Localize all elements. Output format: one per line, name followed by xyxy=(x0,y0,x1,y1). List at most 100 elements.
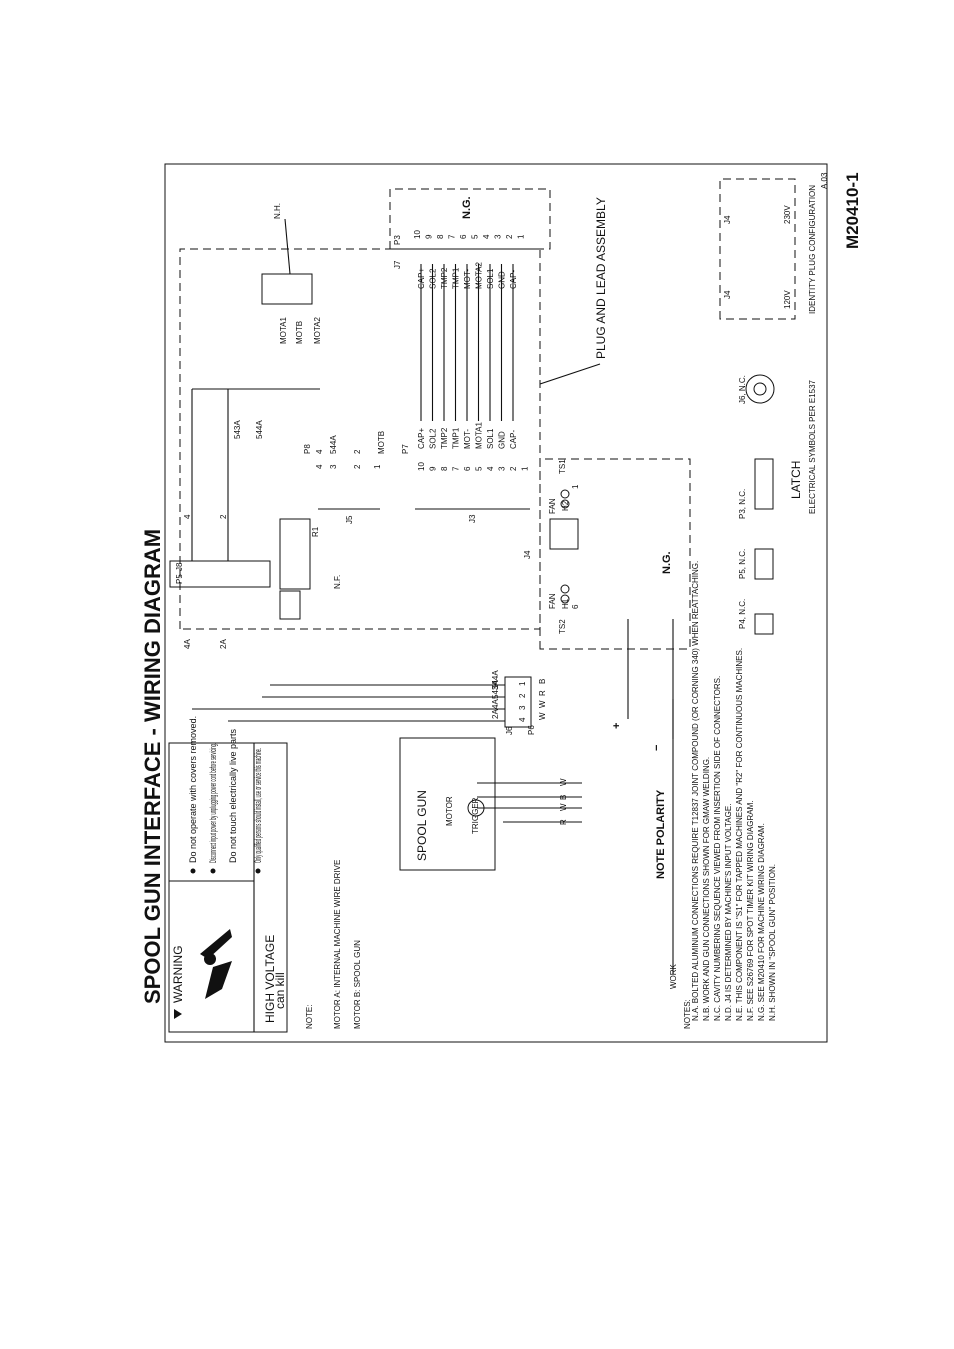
note-item: N.C. CAVITY NUMBERING SEQUENCE VIEWED FR… xyxy=(713,676,722,1021)
j3-pin: 1 xyxy=(521,466,530,471)
j6-nc-label: J6, N.C. xyxy=(738,375,747,404)
j8-wire-2a: 2A xyxy=(219,639,228,649)
j3-pin: 6 xyxy=(463,466,472,471)
j8-wire-4a: 4A xyxy=(183,639,192,649)
j3-signal: MOT- xyxy=(463,429,472,449)
warning-bullets: Do not operate with covers removed. Disc… xyxy=(188,716,263,874)
j3-pin: 4 xyxy=(486,466,495,471)
plug-ng-label: N.G. xyxy=(461,196,473,219)
nf-label: N.F. xyxy=(333,575,342,589)
wire-543a-label: 543A xyxy=(233,420,242,439)
j3-signal: CAP+ xyxy=(417,428,426,449)
gun-wire-r: R xyxy=(559,819,568,825)
j5-label: J5 xyxy=(345,515,354,524)
p6-j6-connector: P6 J6 544A 543A 4A 2A 1 2 3 4 B R W W xyxy=(192,670,547,735)
high-voltage-icon xyxy=(200,929,232,999)
identity-j4-right: J4 xyxy=(723,215,732,224)
j3-signal: SOL2 xyxy=(429,428,438,449)
j6-wire-4a: 4A xyxy=(491,699,500,709)
ng-label: N.G. xyxy=(661,551,673,574)
j4-internal-label: J4 xyxy=(523,550,532,559)
j6-color-w1: W xyxy=(538,700,547,708)
plug-signal: MOTA2 xyxy=(475,261,484,289)
plus-sign: + xyxy=(611,723,623,729)
plug-pin: 10 xyxy=(413,230,422,239)
p8-label: P8 xyxy=(303,444,312,454)
p6-label: P6 xyxy=(527,725,536,735)
warning-triangle-icon xyxy=(174,1009,182,1019)
mota-switch-block: MOTA1 MOTB MOTA2 N.H. xyxy=(261,203,322,344)
ts2-label: TS2 xyxy=(558,619,567,634)
j6-round-connector xyxy=(745,374,775,404)
warning-bullet-4: Only qualified persons should install, u… xyxy=(253,748,263,863)
nf-component: N.F. R1 xyxy=(279,518,342,620)
spool-gun-label: SPOOL GUN xyxy=(415,790,429,861)
notes-section: NOTES: N.A. BOLTED ALUMINUM CONNECTIONS … xyxy=(683,561,777,1029)
plug-pin: 6 xyxy=(459,234,468,239)
diagram-number: M20410-1 xyxy=(843,172,862,249)
can-kill-text: can kill xyxy=(273,972,287,1009)
j3-signal: CAP- xyxy=(509,430,518,449)
electrical-symbols-title: ELECTRICAL SYMBOLS PER E1537 xyxy=(808,379,817,514)
motb-label: MOTB xyxy=(295,321,304,344)
j8-number-2: 2 xyxy=(219,514,228,519)
plug-lead-label: PLUG AND LEAD ASSEMBLY xyxy=(594,197,608,359)
j6-color-b: B xyxy=(538,679,547,684)
h1-label: H1 xyxy=(561,598,570,609)
plug-signal: TMP1 xyxy=(452,267,461,289)
j6-wire-543a: 543A xyxy=(491,680,500,699)
j3-pin: 5 xyxy=(475,466,484,471)
note-item: N.H. SHOWN IN "SPOOL GUN" POSITION. xyxy=(768,864,777,1021)
j6-color-r: R xyxy=(538,690,547,696)
j3-signal: MOTA1 xyxy=(475,421,484,449)
work-label: WORK xyxy=(669,963,678,989)
p5-label: P5 xyxy=(175,574,184,584)
nh-label: N.H. xyxy=(273,203,282,219)
identity-230v: 230V xyxy=(783,205,792,224)
note-item: N.F. SEE S26769 FOR SPOT TIMER KIT WIRIN… xyxy=(746,801,755,1022)
plug-pin: 2 xyxy=(505,234,514,239)
plug-pin: 7 xyxy=(448,234,457,239)
j6-wire-544a: 544A xyxy=(491,670,500,689)
warning-bullet-3: Do not touch electrically live parts xyxy=(228,728,238,863)
j8-number-4: 4 xyxy=(183,514,192,519)
note-motor-b: MOTOR B: SPOOL GUN xyxy=(353,940,362,1029)
plug-signal: CAP+ xyxy=(417,268,426,289)
plug-signal: MOT- xyxy=(463,269,472,289)
fan-label-right: FAN xyxy=(548,498,557,514)
h2-label: H2 xyxy=(561,500,570,511)
high-voltage-text: HIGH VOLTAGE xyxy=(263,935,277,1023)
p3-nc-label: P3, N.C. xyxy=(738,489,747,519)
note-heading: NOTE: xyxy=(305,1005,314,1029)
plug-pin: 9 xyxy=(425,234,434,239)
j6-wire-2a: 2A xyxy=(491,709,500,719)
ng-fan-block: N.G. FAN FAN H2 H1 TS1 TS2 1 6 J4 xyxy=(523,458,691,650)
plug-pin: 3 xyxy=(494,234,503,239)
plug-pin: 1 xyxy=(517,234,526,239)
wire-544a-label: 544A xyxy=(255,420,264,439)
j6-pin-1: 1 xyxy=(518,681,527,686)
j5-pin-3: 3 xyxy=(329,464,338,469)
j6-pin-3: 3 xyxy=(518,705,527,710)
j3-pin: 2 xyxy=(509,466,518,471)
gun-wire-w1: W xyxy=(559,803,568,811)
machine-boundary xyxy=(179,248,541,630)
j3-signal: SOL1 xyxy=(486,428,495,449)
plug-pin: 5 xyxy=(471,234,480,239)
j5-pin-2: 2 xyxy=(353,464,362,469)
note-item: N.D. J4 IS DETERMINED BY MACHINE'S INPUT… xyxy=(724,804,733,1021)
warning-bullet-2: Disconnect input power by unplugging pow… xyxy=(208,743,218,863)
spool-gun-block: SPOOL GUN TRIGGER MOTOR B R W W xyxy=(399,737,582,871)
note-item: N.B. WORK AND GUN CONNECTIONS SHOWN FOR … xyxy=(702,757,711,1021)
j3-signal: TMP1 xyxy=(452,427,461,449)
ts1-label: TS1 xyxy=(558,459,567,474)
j8-label: J8 xyxy=(175,562,184,571)
electrical-symbols: P4, N.C. P5, N.C. P3, N.C. J6, N.C. LATC… xyxy=(738,374,817,635)
gun-wire-w2: W xyxy=(559,778,568,786)
j8-p5-connector: P5 J8 4A 2A 4 2 xyxy=(169,388,320,649)
identity-plug: IDENTITY PLUG CONFIGURATION 120V 230V J4… xyxy=(719,178,817,320)
plug-signal: SOL1 xyxy=(486,268,495,289)
j3-label: J3 xyxy=(468,514,477,523)
